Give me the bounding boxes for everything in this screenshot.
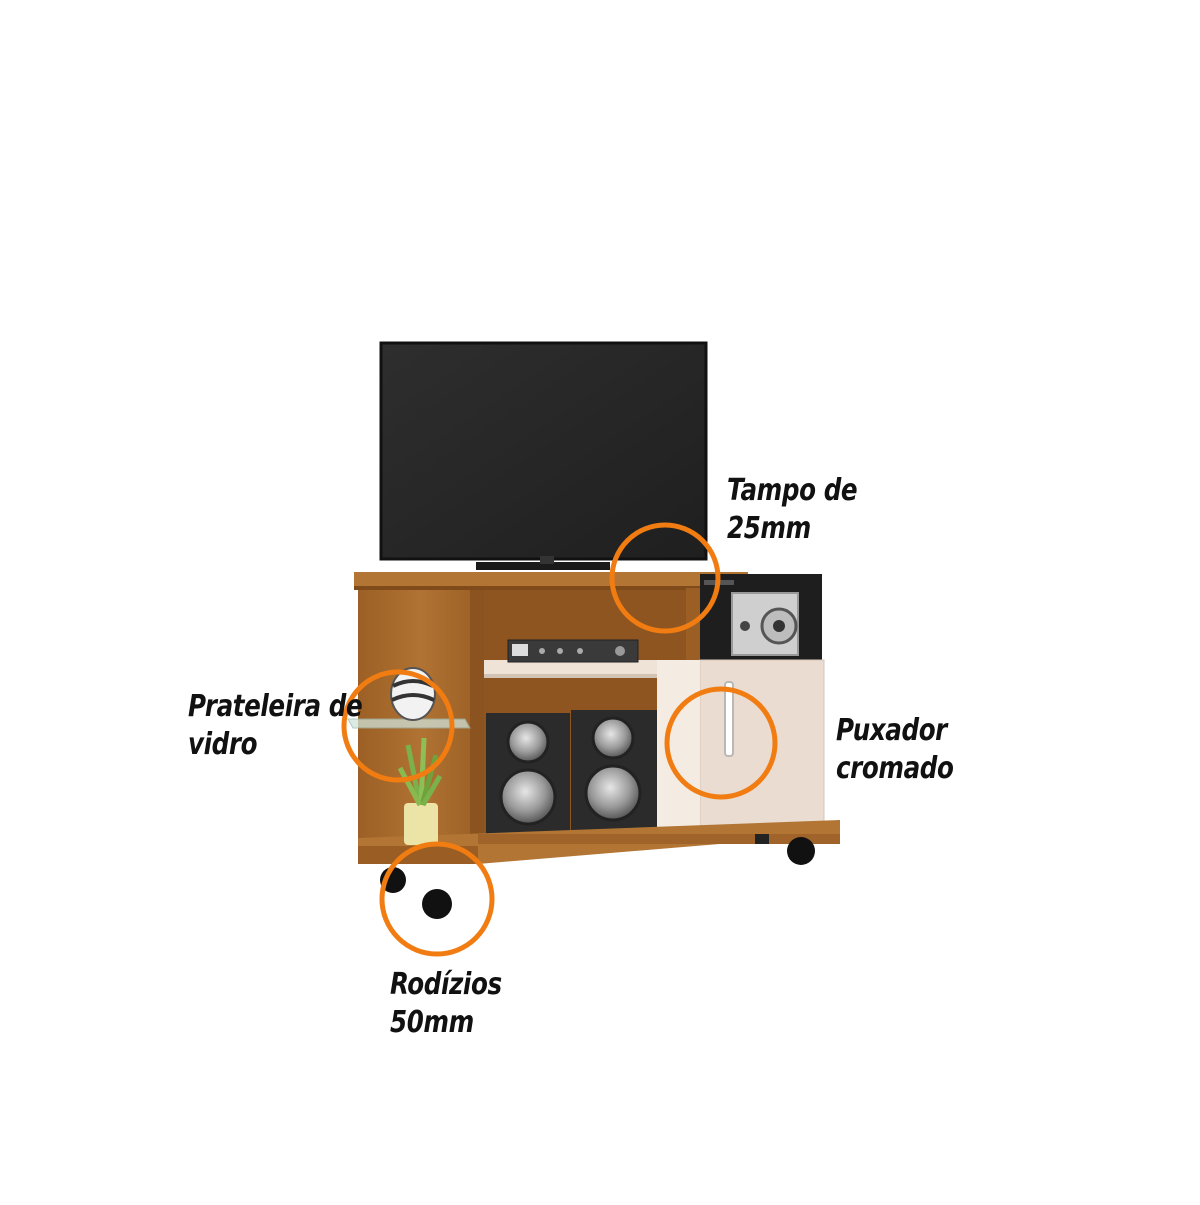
door-cabinet: [657, 659, 825, 829]
av-receiver: [507, 639, 639, 663]
speaker-right: [571, 710, 657, 838]
callout-tampo: Tampo de 25mm: [727, 472, 858, 548]
speaker-left: [486, 713, 570, 845]
ring-rodizios: [379, 841, 495, 957]
callout-rodizios: Rodízios 50mm: [390, 966, 502, 1042]
callout-puxador-line2: cromado: [836, 751, 954, 786]
top-board: [354, 572, 748, 590]
callout-prateleira-line1: Prateleira de: [188, 689, 363, 724]
callout-prateleira: Prateleira de vidro: [188, 688, 363, 764]
callout-rodizios-line2: 50mm: [390, 1005, 474, 1040]
television: [379, 341, 708, 570]
callout-prateleira-line2: vidro: [188, 727, 258, 762]
callout-puxador: Puxador cromado: [836, 712, 954, 788]
glass-shelf: [347, 667, 471, 729]
ring-prateleira: [341, 669, 455, 783]
ring-puxador: [664, 686, 778, 800]
bottom-board: [358, 820, 840, 864]
callout-rodizios-line1: Rodízios: [390, 967, 502, 1002]
callout-tampo-line1: Tampo de: [727, 473, 858, 508]
chrome-handle: [724, 681, 734, 757]
ring-tampo: [609, 522, 721, 634]
callout-puxador-line1: Puxador: [836, 713, 947, 748]
callout-tampo-line2: 25mm: [727, 511, 811, 546]
middle-shelf: [484, 660, 700, 678]
